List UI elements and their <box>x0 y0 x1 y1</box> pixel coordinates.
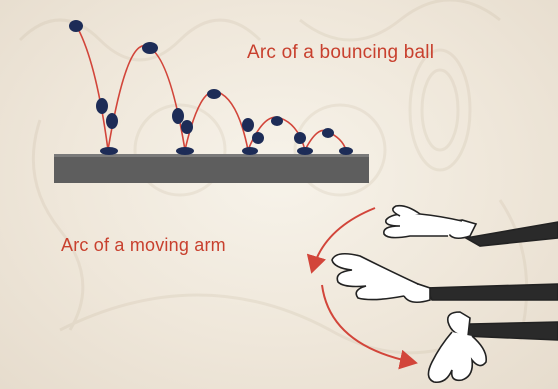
hand-top <box>383 204 558 247</box>
ground-platform <box>54 154 369 183</box>
arm-arc-arrows <box>306 207 418 370</box>
hand-bottom <box>427 311 558 384</box>
hand-middle <box>331 252 558 304</box>
ball-positions <box>69 20 353 155</box>
bouncing-ball-title: Arc of a bouncing ball <box>247 42 435 63</box>
moving-arm-title: Arc of a moving arm <box>61 235 226 255</box>
